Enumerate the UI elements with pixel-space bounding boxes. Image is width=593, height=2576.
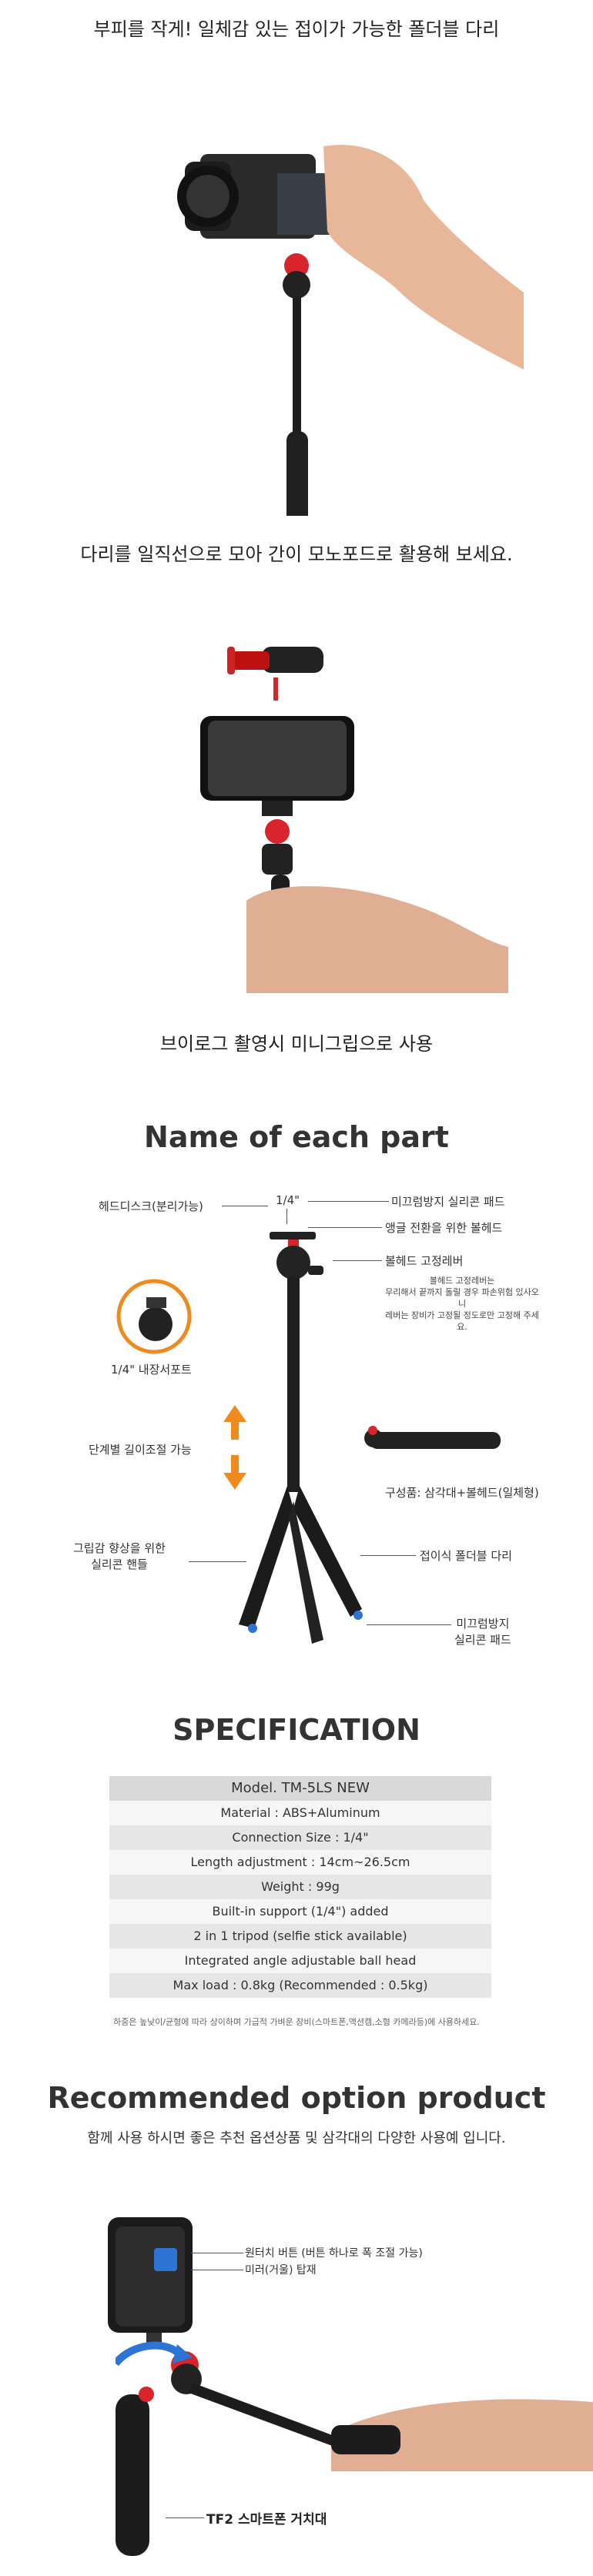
label-builtin-support: 1/4" 내장서포트: [111, 1363, 192, 1377]
label-head-disc: 헤드디스크(분리가능): [99, 1199, 203, 1213]
spec-row: Length adjustment : 14cm~26.5cm: [109, 1850, 491, 1875]
label-anti-slip-pad: 미끄럼방지 실리콘 패드: [391, 1195, 505, 1209]
label-one-touch: 원터치 버튼 (버튼 하나로 폭 조절 가능): [245, 2247, 423, 2260]
label-foot-pad-1: 미끄럼방지: [456, 1617, 510, 1631]
spec-row: Material : ABS+Aluminum: [109, 1801, 491, 1825]
label-grip-handle-1: 그립감 향상을 위한: [73, 1541, 166, 1555]
smartphone-vlog-image: [200, 647, 508, 993]
label-angle-ball: 앵글 전환을 위한 볼헤드: [385, 1221, 503, 1235]
label-length-adjust: 단계별 길이조절 가능: [89, 1443, 192, 1457]
option-subtitle: 함께 사용 하시면 좋은 추천 옵션상품 및 삼각대의 다양한 사용예 입니다.: [87, 2130, 506, 2146]
length-adjust-arrows-icon: [223, 1405, 246, 1490]
spec-row: Max load : 0.8kg (Recommended : 0.5kg): [109, 1973, 491, 1998]
label-foot-pad-2: 실리콘 패드: [454, 1633, 511, 1647]
spec-table: Model. TM-5LS NEW Material : ABS+Aluminu…: [109, 1776, 491, 1998]
ball-lock-note-1: 볼헤드 고정레버는: [429, 1276, 495, 1286]
option-title: Recommended option product: [47, 2081, 546, 2115]
ball-lock-note-3: 레버는 장비가 고정될 정도로만 고정해 주세요.: [385, 1310, 539, 1332]
label-tf2-holder: TF2 스마트폰 거치대: [206, 2512, 327, 2527]
spec-row: 2 in 1 tripod (selfie stick available): [109, 1924, 491, 1949]
camera-monopod-image: [177, 145, 524, 516]
label-mirror: 미러(거울) 탑재: [245, 2264, 317, 2277]
label-grip-handle-2: 실리콘 핸들: [91, 1557, 148, 1571]
spec-row: Connection Size : 1/4": [109, 1825, 491, 1850]
spec-note: 하중은 높낮이/균형에 따라 상이하며 가급적 가벼운 장비(스마트폰,액션캠,…: [113, 2017, 480, 2027]
section1-caption: 부피를 작게! 일체감 있는 접이가 가능한 폴더블 다리: [93, 18, 500, 40]
label-foldable-legs: 접이식 폴더블 다리: [420, 1549, 512, 1563]
spec-row: Built-in support (1/4") added: [109, 1899, 491, 1924]
parts-title: Name of each part: [144, 1120, 449, 1154]
label-components: 구성품: 삼각대+볼헤드(일체형): [385, 1486, 539, 1500]
tf2-holder-image: [116, 2341, 193, 2556]
label-ball-lock: 볼헤드 고정레버: [385, 1254, 464, 1268]
section2-caption: 다리를 일직선으로 모아 간이 모노포드로 활용해 보세요.: [80, 544, 513, 565]
ball-lock-note-2: 무리해서 끝까지 돌릴 경우 파손위험 있사오니: [385, 1287, 539, 1309]
spec-title: SPECIFICATION: [173, 1713, 420, 1747]
components-image: [364, 1426, 501, 1449]
section3-caption: 브이로그 촬영시 미니그립으로 사용: [159, 1033, 434, 1055]
spec-row: Weight : 99g: [109, 1875, 491, 1899]
tripod-parts-image: [239, 1232, 363, 1644]
spec-model: Model. TM-5LS NEW: [109, 1776, 491, 1801]
builtin-support-image: [116, 1279, 192, 1354]
label-top-quarter: 1/4": [276, 1193, 300, 1207]
spec-row: Integrated angle adjustable ball head: [109, 1949, 491, 1973]
